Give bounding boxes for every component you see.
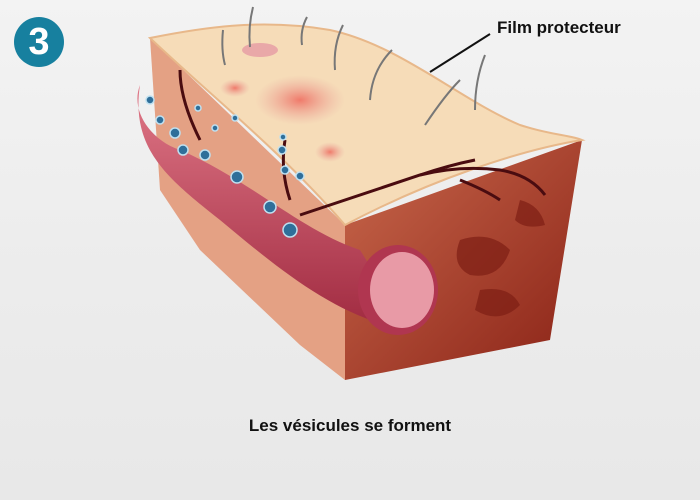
tissue-patches: [456, 200, 545, 317]
film-leader-line: [429, 33, 491, 73]
caption: Les vésicules se forment: [248, 416, 452, 435]
inflamed-spot: [255, 75, 345, 125]
inflamed-spot: [315, 142, 345, 162]
hairs: [221, 6, 486, 126]
inflamed-spot: [220, 79, 250, 97]
step-number-badge: 3: [14, 17, 64, 67]
film-protecteur-label: Film protecteur: [497, 18, 621, 37]
inflamed-spot: [242, 43, 278, 57]
skin-surface: [147, 23, 586, 227]
vesicles: [145, 95, 305, 238]
